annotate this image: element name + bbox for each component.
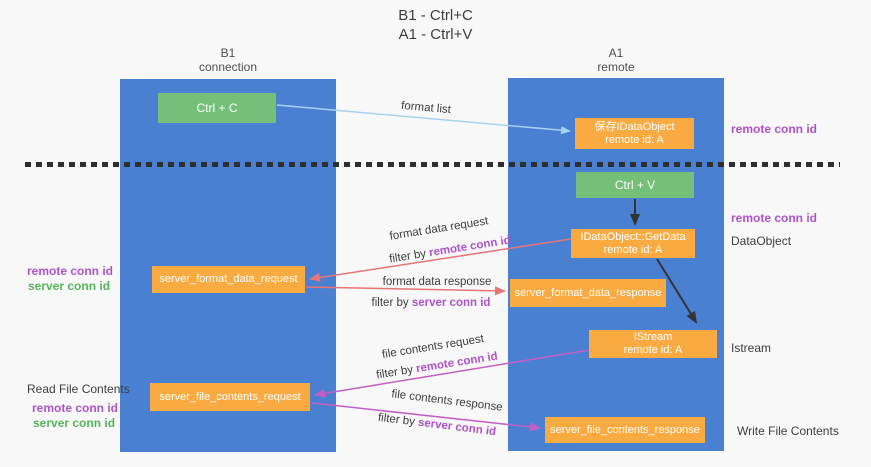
filter-prefix: filter by [375,363,418,382]
filter-prefix: filter by [371,297,412,309]
server-format-data-request-box: server_format_data_request [152,266,305,293]
server-conn-id-annotation-left-2: server conn id [33,416,116,430]
left-column-header: B1 connection [120,46,336,74]
saved-dataobject-line2: remote id: A [605,133,664,146]
server-format-data-request-label: server_format_data_request [159,273,298,285]
istream-line2: remote id: A [623,344,683,356]
filter-key-server-conn-id: server conn id [411,297,491,309]
ctrl-c-box: Ctrl + C [158,93,276,123]
filter-by-server-conn-id-label-1: filter by server conn id [372,297,491,309]
server-format-data-response-box: server_format_data_response [510,279,666,307]
idataobject-getdata-line2: remote id: A [603,243,663,256]
format-list-label: format list [400,99,452,117]
filter-prefix: filter by [388,247,431,266]
server-format-data-response-label: server_format_data_response [514,286,662,299]
left-column-subtitle: connection [198,60,258,74]
saved-dataobject-box: 保存IDataObject remote id: A [575,118,694,149]
left-column-title: B1 [220,46,236,60]
file-contents-response-label: file contents response [390,388,504,414]
right-column-title: A1 [608,46,624,60]
istream-box: IStream remote id: A [589,330,717,358]
dataobject-annotation: DataObject [731,234,792,248]
server-conn-id-annotation-left-1: server conn id [28,279,111,293]
filter-prefix: filter by [377,411,419,429]
read-file-contents-annotation: Read File Contents [27,382,130,396]
server-file-contents-response-label: server_file_contents_response [550,423,700,436]
title-line-1: B1 - Ctrl+C [398,7,473,24]
server-file-contents-response-box: server_file_contents_response [545,417,705,443]
ctrl-c-label: Ctrl + C [196,100,238,115]
filter-by-server-conn-id-label-2: filter by server conn id [377,412,496,438]
right-column-header: A1 remote [508,46,724,74]
istream-annotation: Istream [731,341,772,355]
ctrl-v-box: Ctrl + V [576,172,694,198]
filter-key-remote-conn-id: remote conn id [415,350,499,376]
title-line-2: A1 - Ctrl+V [398,26,473,43]
diagram-title: B1 - Ctrl+C A1 - Ctrl+V [0,6,871,44]
server-file-contents-request-box: server_file_contents_request [150,383,310,411]
saved-dataobject-line1: 保存IDataObject [594,120,675,133]
server-file-contents-request-label: server_file_contents_request [159,390,301,403]
idataobject-getdata-box: IDataObject::GetData remote id: A [571,229,695,258]
filter-key-server-conn-id: server conn id [417,416,497,439]
remote-conn-id-annotation-mid: remote conn id [731,211,818,225]
remote-conn-id-annotation-top: remote conn id [731,122,818,136]
right-column-subtitle: remote [597,60,635,74]
filter-key-remote-conn-id: remote conn id [428,234,512,260]
format-data-response-label: format data response [382,276,492,288]
ctrl-v-label: Ctrl + V [614,177,656,192]
session-separator-dashed-line [25,162,840,167]
idataobject-getdata-line1: IDataObject::GetData [580,230,686,243]
remote-conn-id-annotation-left-2: remote conn id [32,401,119,415]
format-data-request-label: format data request [388,215,490,243]
remote-conn-id-annotation-left-1: remote conn id [27,264,114,278]
istream-line1: IStream [633,331,673,343]
write-file-contents-annotation: Write File Contents [737,424,839,438]
